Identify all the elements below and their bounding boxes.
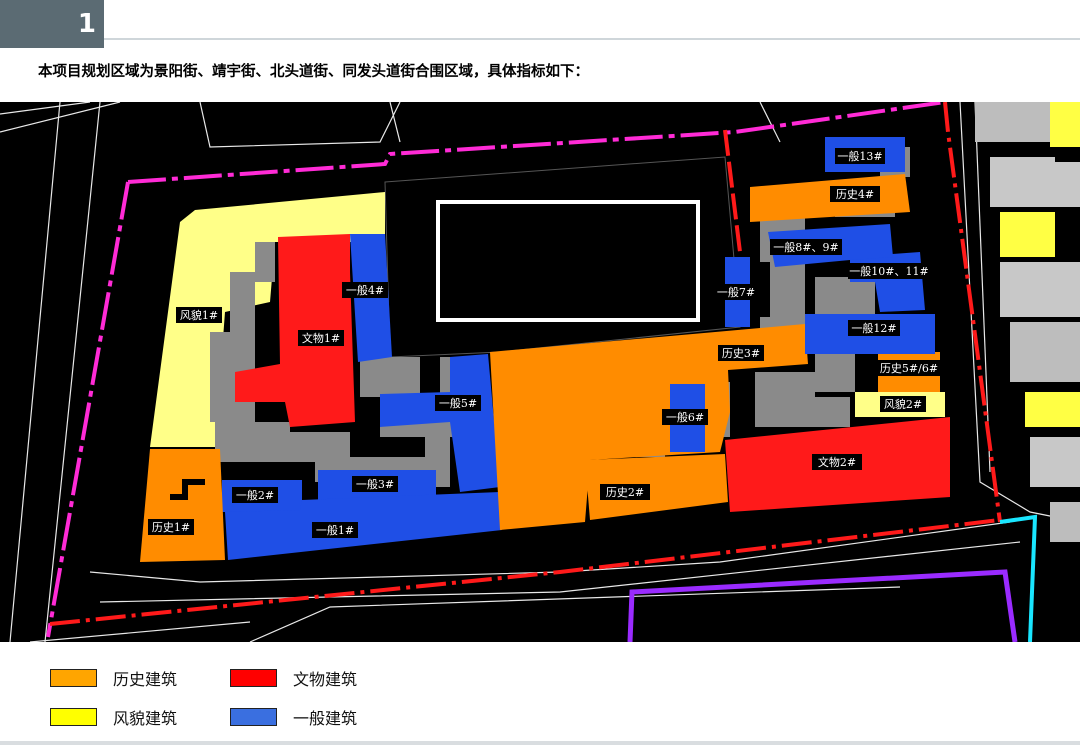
label-general4: 一般4# — [342, 282, 388, 298]
boundary-inner — [723, 129, 742, 253]
historic-building-2-3 — [490, 324, 808, 530]
slide-number-badge: 1 — [0, 0, 104, 48]
map-label-hist4: 历史4# — [836, 188, 874, 201]
map-label-general10-11: 一般10#、11# — [849, 265, 928, 278]
map-label-general4: 一般4# — [346, 284, 384, 297]
general-building-1 — [225, 492, 502, 560]
label-general5: 一般5# — [435, 395, 481, 411]
neighbor-blocks — [975, 102, 1080, 542]
label-hist5-6: 历史5#/6# — [878, 360, 940, 376]
courtyard-outline — [436, 200, 700, 322]
label-general1: 一般1# — [312, 522, 358, 538]
label-feature2: 风貌2# — [880, 396, 926, 412]
map-label-relic1: 文物1# — [302, 331, 340, 345]
map-label-general5: 一般5# — [439, 397, 477, 410]
map-label-general12: 一般12# — [851, 322, 896, 335]
map-label-hist3: 历史3# — [722, 347, 760, 360]
map-label-group: 一般13# 历史4# 一般8#、9# 一般10#、11# 一般7# 一般12# … — [148, 148, 940, 538]
legend-label-feature: 风貌建筑 — [113, 709, 178, 728]
label-general13: 一般13# — [835, 148, 885, 164]
map-label-feature2: 风貌2# — [884, 397, 922, 411]
map-label-hist5-6: 历史5#/6# — [880, 362, 938, 375]
map-label-general8-9: 一般8#、9# — [773, 241, 838, 254]
map-label-feature1: 风貌1# — [180, 308, 218, 322]
legend-label-historic: 历史建筑 — [113, 670, 178, 689]
header-band: 1 — [0, 0, 1080, 48]
legend: 历史建筑 文物建筑 风貌建筑 一般建筑 — [0, 652, 1080, 742]
bottom-rule — [0, 741, 1080, 745]
slide-number: 1 — [77, 9, 96, 39]
legend-item-historic: 历史建筑 — [50, 666, 177, 690]
label-feature1: 风貌1# — [176, 307, 222, 323]
label-general12: 一般12# — [848, 320, 900, 336]
intro-text: 本项目规划区域为景阳街、靖宇街、北头道街、同发头道街合围区域，具体指标如下： — [38, 64, 589, 80]
label-general10-11: 一般10#、11# — [848, 263, 930, 279]
legend-swatch-historic — [50, 669, 97, 687]
boundary-bottom — [49, 518, 1001, 626]
label-hist4: 历史4# — [830, 186, 880, 202]
label-general3: 一般3# — [352, 476, 398, 492]
road-lines — [0, 102, 1080, 642]
boundary-purple — [627, 569, 1018, 642]
legend-swatch-relic — [230, 669, 277, 687]
legend-label-relic: 文物建筑 — [293, 670, 358, 689]
legend-item-feature: 风貌建筑 — [50, 705, 177, 729]
map-label-hist2: 历史2# — [606, 486, 644, 499]
label-general7: 一般7# — [712, 284, 760, 300]
legend-swatch-general — [230, 708, 277, 726]
map-label-general13: 一般13# — [837, 150, 882, 163]
legend-item-general: 一般建筑 — [230, 705, 357, 729]
boundary-top — [127, 102, 946, 184]
map-label-general6: 一般6# — [666, 411, 704, 424]
map-label-general1: 一般1# — [316, 524, 354, 537]
historic-building-1 — [140, 449, 225, 562]
label-relic1: 文物1# — [298, 330, 344, 346]
label-hist1: 历史1# — [148, 519, 194, 535]
relic-building-1 — [235, 234, 355, 427]
label-hist3: 历史3# — [718, 345, 764, 361]
label-hist2: 历史2# — [600, 484, 650, 500]
site-plan-svg: 一般13# 历史4# 一般8#、9# 一般10#、11# 一般7# 一般12# … — [0, 102, 1080, 642]
legend-swatch-feature — [50, 708, 97, 726]
legend-label-general: 一般建筑 — [293, 709, 358, 728]
legend-item-relic: 文物建筑 — [230, 666, 357, 690]
map-label-general7: 一般7# — [717, 286, 755, 299]
boundary-cyan — [999, 514, 1038, 642]
map-label-general3: 一般3# — [356, 478, 394, 491]
label-general8-9: 一般8#、9# — [770, 239, 842, 255]
boundary-right — [943, 102, 1002, 523]
map-label-hist1: 历史1# — [152, 521, 190, 534]
map-label-general2: 一般2# — [236, 489, 274, 502]
label-general6: 一般6# — [662, 409, 708, 425]
feature-building-1 — [150, 192, 385, 447]
label-general2: 一般2# — [232, 487, 278, 503]
site-plan-map: 一般13# 历史4# 一般8#、9# 一般10#、11# 一般7# 一般12# … — [0, 102, 1080, 642]
map-label-relic2: 文物2# — [818, 455, 856, 469]
boundary-left — [46, 181, 130, 638]
header-divider — [104, 38, 1080, 40]
general-building-5 — [380, 354, 500, 492]
label-relic2: 文物2# — [812, 454, 862, 470]
